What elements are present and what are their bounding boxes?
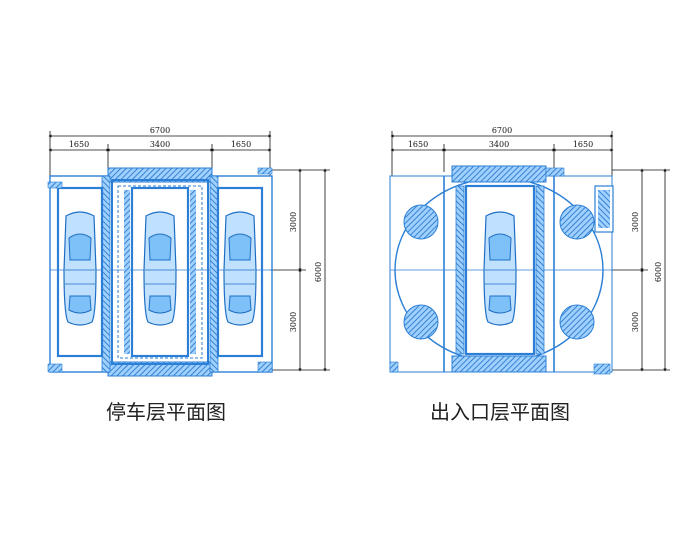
pallet-center: [464, 184, 536, 356]
dim-upper-height: 3000: [631, 212, 640, 232]
entrance-level-plan: 6700 1650 3400 1650 3000 3000 6000: [389, 126, 670, 375]
dim-right-width: 1650: [573, 140, 593, 149]
bottom-beam: [451, 355, 547, 373]
dim-lower-height: 3000: [631, 312, 640, 332]
dimension-lines: [48, 131, 330, 372]
dim-total-width: 6700: [150, 126, 170, 135]
car-center: [483, 211, 517, 326]
top-beam: [107, 167, 213, 183]
car-right: [223, 211, 257, 326]
dim-left-width: 1650: [69, 140, 89, 149]
roller-bottom-left: [403, 304, 439, 340]
roller-bottom-right: [559, 304, 595, 340]
dim-lower-height: 3000: [289, 312, 298, 332]
dim-upper-height: 3000: [289, 212, 298, 232]
dimension-lines: [390, 131, 670, 372]
parking-level-caption: 停车层平面图: [106, 400, 226, 424]
pallet-right: [216, 186, 264, 358]
entrance-level-caption: 出入口层平面图: [430, 400, 570, 424]
dim-middle-width: 3400: [150, 140, 170, 149]
parking-level-plan: 6700 1650 3400 1650 3000 3000 6000: [47, 126, 330, 377]
car-middle: [143, 211, 177, 326]
dim-right-width: 1650: [231, 140, 251, 149]
pallet-left: [56, 186, 104, 358]
dim-total-height: 6000: [654, 262, 663, 282]
dim-left-width: 1650: [408, 140, 428, 149]
car-left: [63, 211, 97, 326]
roller-top-left: [403, 204, 439, 240]
dim-total-width: 6700: [492, 126, 512, 135]
roller-top-right: [559, 204, 595, 240]
dim-total-height: 6000: [314, 262, 323, 282]
top-beam: [451, 165, 547, 183]
dim-middle-width: 3400: [489, 140, 509, 149]
pallet-middle: [130, 186, 190, 358]
